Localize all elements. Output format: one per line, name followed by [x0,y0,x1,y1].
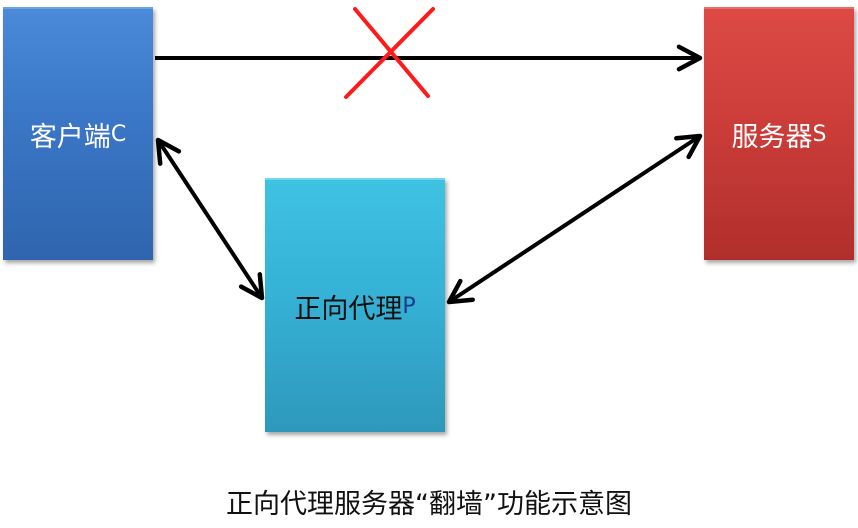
client-suffix: C [110,122,127,147]
blocked-x-icon [344,7,435,99]
client-label: 客户端 [29,122,111,153]
diagram-caption: 正向代理服务器“翻墙”功能示意图 [226,489,632,520]
server-label: 服务器 [731,122,813,153]
arrow-proxy-server [446,133,703,305]
server-suffix: S [812,122,827,147]
proxy-suffix: P [402,293,416,319]
arrow-client-proxy [155,137,265,301]
proxy-label: 正向代理 [294,293,403,325]
